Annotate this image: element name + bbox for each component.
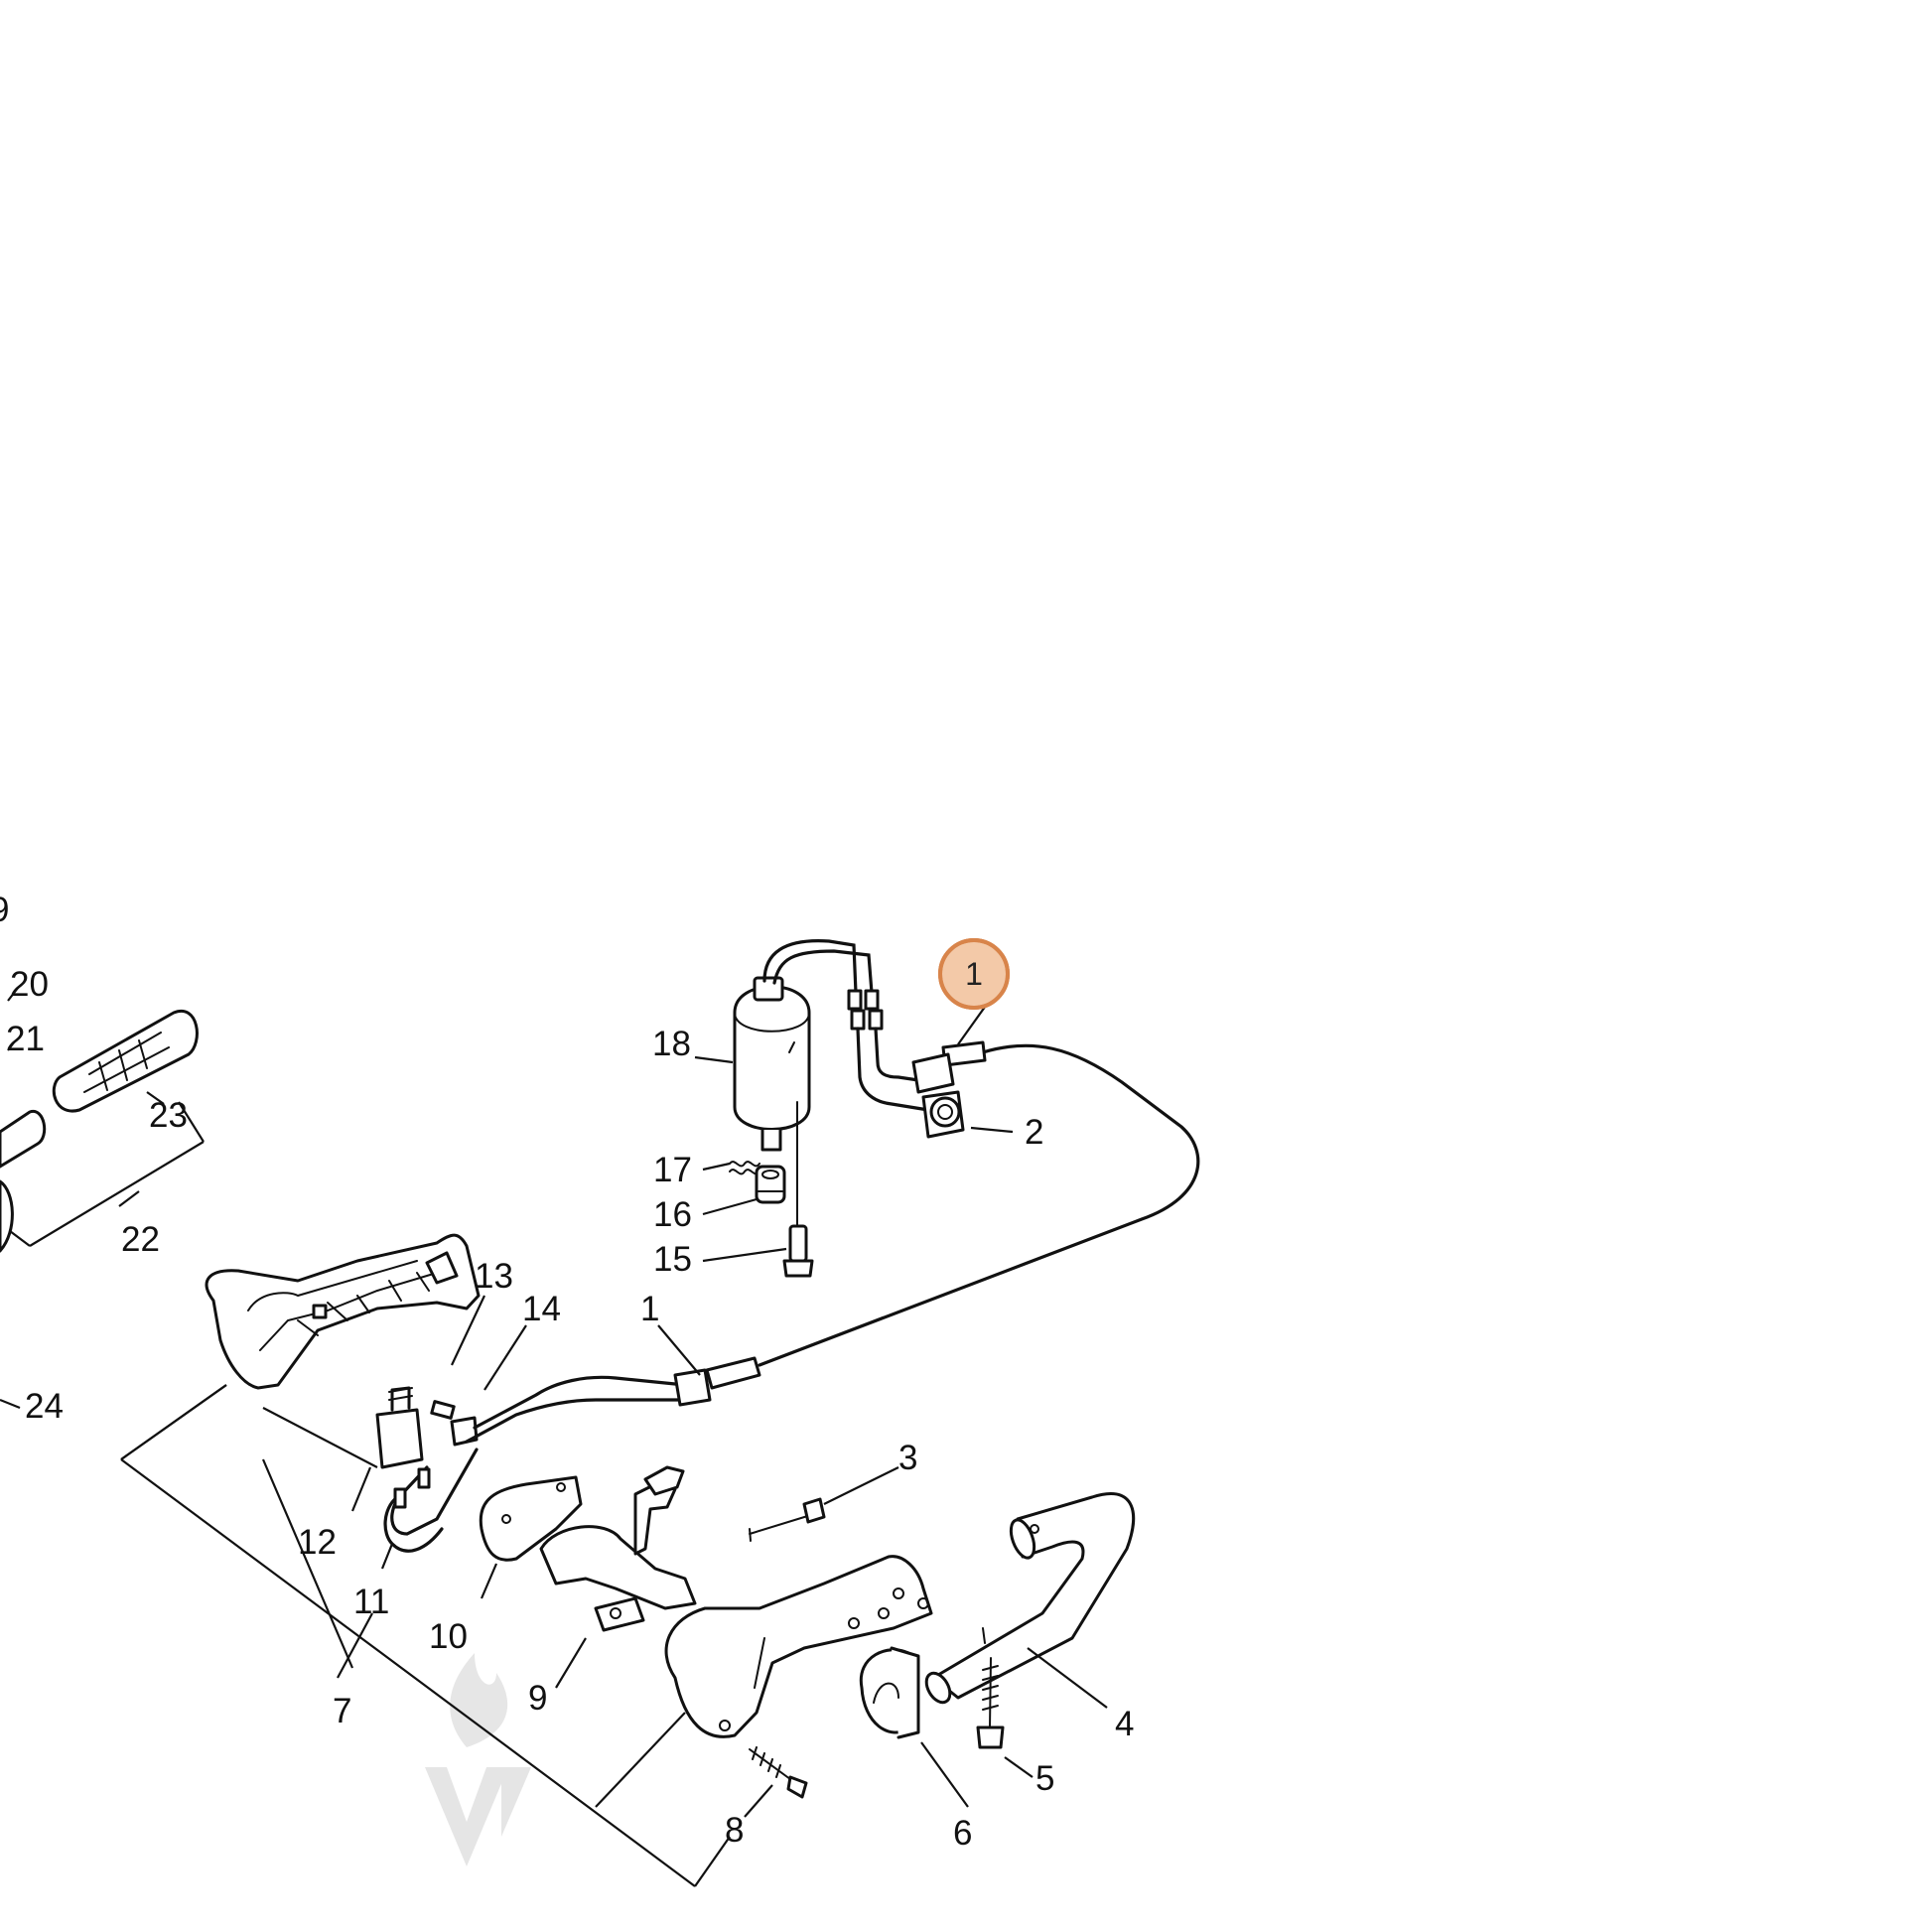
watermark-logo <box>425 1653 531 1866</box>
rubber-buffer <box>859 1646 920 1739</box>
callout-10: 10 <box>429 1617 468 1656</box>
callout-6: 6 <box>953 1814 972 1853</box>
grip-sleeve <box>52 1009 199 1113</box>
handle-screw <box>976 1657 1005 1749</box>
callout-2: 2 <box>1025 1113 1043 1152</box>
handle-tube-stub <box>0 1110 47 1169</box>
mounting-screw <box>782 1101 814 1278</box>
highlight-badge-label: 1 <box>965 956 983 992</box>
callout-20: 20 <box>10 965 49 1004</box>
stop-switch <box>375 1368 712 1553</box>
callout-21: 21 <box>6 1020 45 1058</box>
leader-lines <box>0 987 1108 1887</box>
callout-15: 15 <box>653 1240 692 1279</box>
wire-connector <box>850 1009 965 1139</box>
callout-8: 8 <box>725 1811 744 1850</box>
callout-4: 4 <box>1115 1705 1134 1743</box>
cable-sleeve-lower <box>705 1356 761 1390</box>
throttle-trigger <box>479 1465 697 1632</box>
callout-11: 11 <box>353 1583 389 1621</box>
sleeve-nut <box>755 1165 786 1204</box>
ignition-coil <box>733 939 880 1152</box>
cable-clip <box>749 1497 826 1542</box>
rear-handle <box>664 1555 933 1738</box>
callout-19: 9 <box>0 891 9 929</box>
callout-12: 12 <box>298 1523 337 1562</box>
highlighted-callout[interactable]: 1 <box>938 938 1010 1010</box>
throttle-cable <box>758 1043 1200 1367</box>
callout-13: 13 <box>475 1257 513 1296</box>
callout-14: 14 <box>522 1290 561 1328</box>
callout-18: 18 <box>652 1025 691 1063</box>
callout-1: 1 <box>640 1290 659 1328</box>
handle-housing-half <box>205 1233 481 1390</box>
housing-screw <box>749 1746 808 1799</box>
callout-23: 23 <box>149 1096 188 1135</box>
callout-9: 9 <box>528 1679 547 1718</box>
handle-bar <box>924 1492 1136 1705</box>
callout-16: 16 <box>653 1195 692 1234</box>
callout-7: 7 <box>333 1692 351 1730</box>
callout-3: 3 <box>898 1439 917 1477</box>
ring-part-stub <box>0 1179 14 1253</box>
callout-5: 5 <box>1035 1759 1054 1798</box>
callout-22: 22 <box>121 1220 160 1259</box>
callout-24: 24 <box>25 1387 64 1426</box>
callout-17: 17 <box>653 1151 692 1189</box>
spring-part <box>729 1161 760 1175</box>
